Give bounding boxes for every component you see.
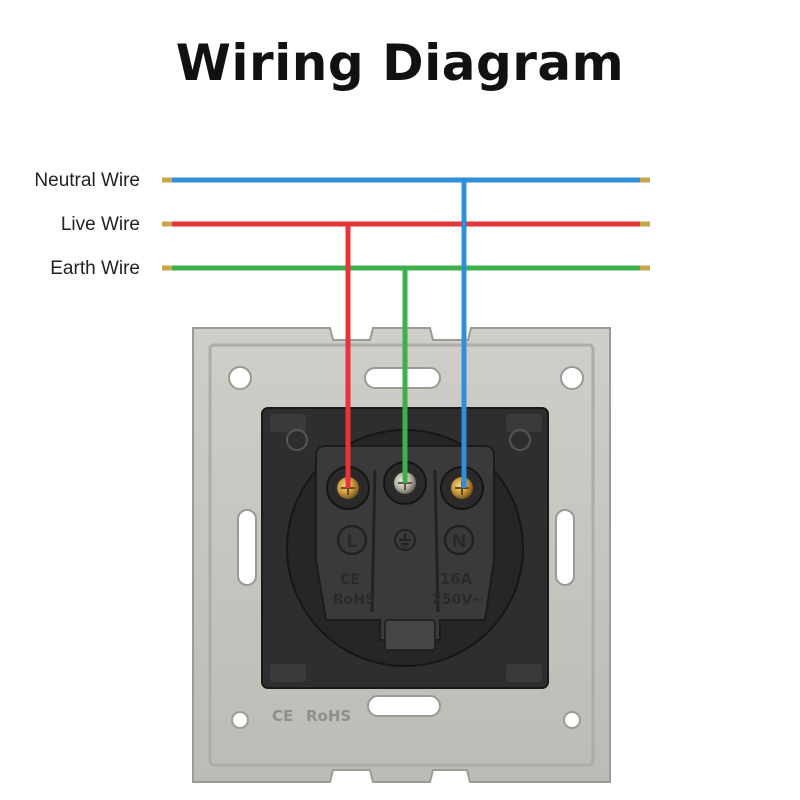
- diagram-title: Wiring Diagram: [175, 34, 625, 92]
- terminal-drop-wires: [345, 180, 467, 488]
- svg-text:L: L: [346, 531, 357, 552]
- earth-ground-icon: [394, 529, 416, 551]
- current-rating: 16A: [440, 570, 473, 588]
- frame-ce-mark: CE: [272, 707, 293, 725]
- rohs-mark: RoHS: [333, 592, 375, 608]
- neutral-terminal-label: N: [443, 524, 475, 556]
- ce-mark: CE: [340, 572, 360, 588]
- neutral-wire-label: Neutral Wire: [34, 170, 140, 191]
- live-terminal-label: L: [336, 524, 368, 556]
- corner-clip-icon: [286, 429, 531, 451]
- voltage-rating: 250V~: [432, 592, 484, 608]
- terminal-block: L N CE RoHS 16A 250V~: [315, 445, 495, 651]
- svg-text:N: N: [451, 531, 466, 552]
- earth-wire-label: Earth Wire: [50, 258, 140, 279]
- supply-wires: [162, 177, 650, 271]
- live-wire-label: Live Wire: [61, 214, 140, 235]
- live-wire: [162, 221, 650, 227]
- frame-rohs-mark: RoHS: [306, 707, 351, 725]
- neutral-wire: [162, 177, 650, 183]
